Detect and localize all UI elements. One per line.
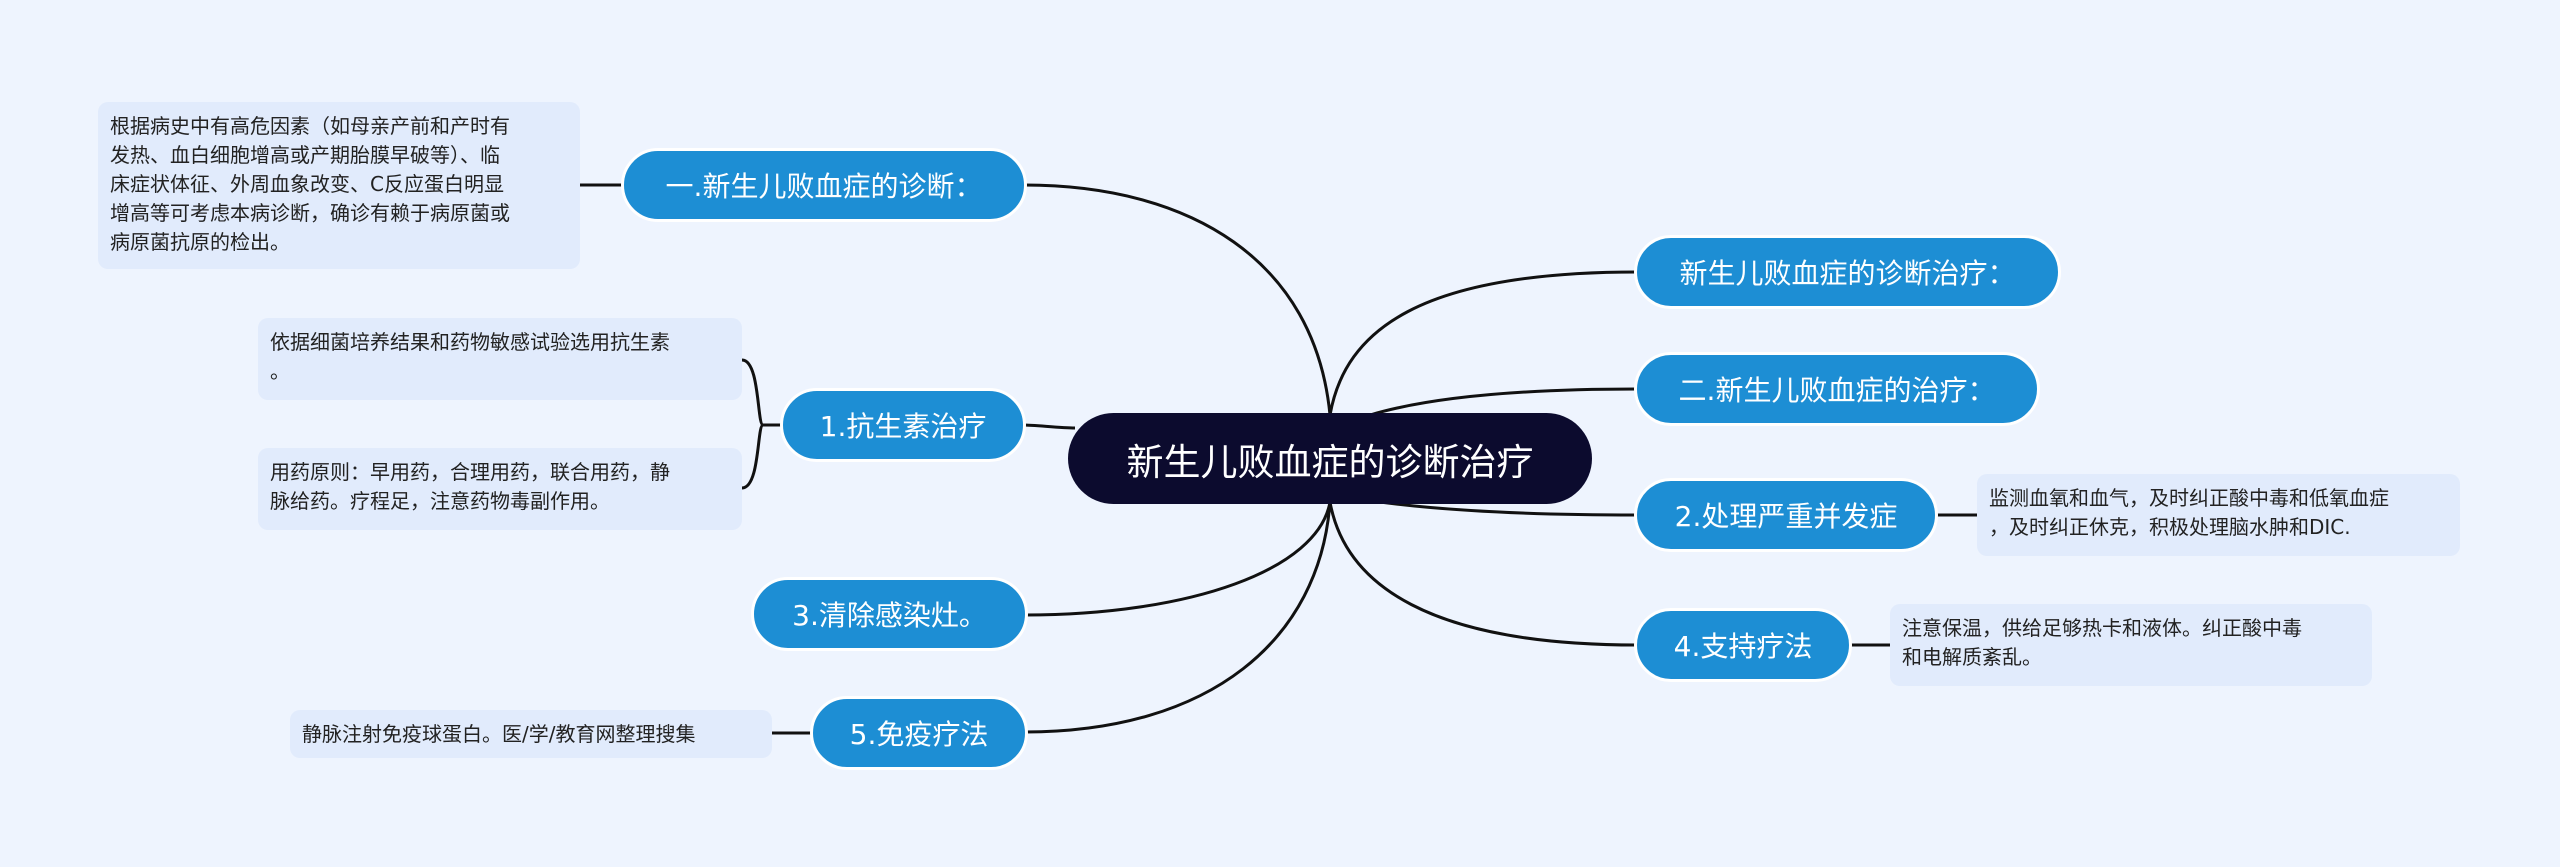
leaf-antibiotic-selection: 依据细菌培养结果和药物敏感试验选用抗生素 。 (258, 318, 742, 400)
connector-root-antibiotic (1022, 423, 1076, 430)
branch-supportive-therapy[interactable]: 4.支持疗法 (1634, 608, 1852, 682)
branch-immunotherapy[interactable]: 5.免疫疗法 (810, 696, 1028, 770)
leaf-complications-detail: 监测血氧和血气，及时纠正酸中毒和低氧血症 ，及时纠正休克，积极处理脑水肿和DIC… (1977, 474, 2460, 556)
connector-root-dxtreatment (1328, 270, 1638, 416)
branch-diagnosis-treatment[interactable]: 新生儿败血症的诊断治疗： (1634, 235, 2061, 309)
branch-antibiotic-treatment[interactable]: 1.抗生素治疗 (780, 388, 1026, 462)
branch-diagnosis[interactable]: 一.新生儿败血症的诊断： (621, 148, 1027, 222)
connector-root-support (1328, 501, 1638, 647)
connector-root-infection (1024, 501, 1332, 617)
connector-root-treatment (1369, 387, 1638, 417)
connector-root-diagnosis (1023, 183, 1332, 416)
connector-root-complications (1379, 500, 1638, 517)
leaf-antibiotic-principles: 用药原则：早用药，合理用药，联合用药，静 脉给药。疗程足，注意药物毒副作用。 (258, 448, 742, 530)
connector-root-immune (1024, 501, 1332, 734)
leaf-immunotherapy-detail: 静脉注射免疫球蛋白。医/学/教育网整理搜集 (290, 710, 772, 758)
branch-treatment[interactable]: 二.新生儿败血症的治疗： (1634, 352, 2040, 426)
leaf-diagnosis-detail: 根据病史中有高危因素（如母亲产前和产时有 发热、血白细胞增高或产期胎膜早破等）、… (98, 102, 580, 269)
root-topic[interactable]: 新生儿败血症的诊断治疗 (1068, 413, 1592, 504)
connector-antibiotic-bracket (741, 358, 783, 490)
branch-complications[interactable]: 2.处理严重并发症 (1634, 478, 1938, 552)
branch-clear-infection[interactable]: 3.清除感染灶。 (751, 577, 1028, 651)
leaf-supportive-detail: 注意保温，供给足够热卡和液体。纠正酸中毒 和电解质紊乱。 (1890, 604, 2372, 686)
